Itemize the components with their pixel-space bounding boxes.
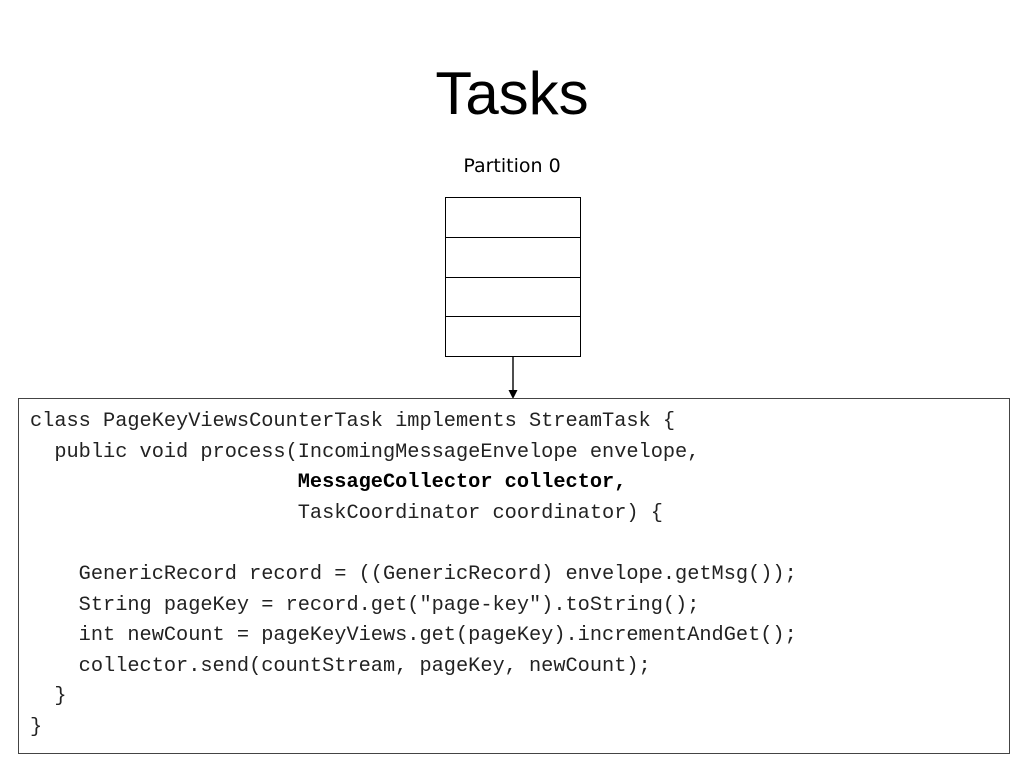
slide-title: Tasks bbox=[435, 60, 589, 127]
task-code-block: class PageKeyViewsCounterTask implements… bbox=[18, 398, 1010, 754]
partition-message-slot bbox=[446, 317, 580, 356]
code-line-class-close: } bbox=[30, 715, 43, 739]
code-collector-param-highlight: MessageCollector collector bbox=[297, 471, 615, 495]
code-line-process-signature: public void process(IncomingMessageEnvel… bbox=[30, 440, 700, 464]
code-indent bbox=[30, 471, 298, 494]
partition-label: Partition 0 bbox=[463, 155, 561, 177]
code-line-class-declaration: class PageKeyViewsCounterTask implements… bbox=[30, 410, 676, 433]
code-line-new-count: int newCount = pageKeyViews.get(pageKey)… bbox=[30, 624, 797, 648]
code-collector-param-comma: , bbox=[614, 471, 627, 495]
partition-message-slot bbox=[446, 278, 580, 318]
code-line-page-key: String pageKey = record.get("page-key").… bbox=[30, 593, 700, 617]
partition-message-stack bbox=[445, 197, 581, 357]
code-line-collector-param: MessageCollector collector, bbox=[30, 468, 1009, 499]
code-line-coordinator-param: TaskCoordinator coordinator) { bbox=[30, 501, 663, 525]
partition-message-slot bbox=[446, 238, 580, 278]
code-line-get-record: GenericRecord record = ((GenericRecord) … bbox=[30, 562, 797, 586]
partition-message-slot bbox=[446, 198, 580, 238]
code-line-method-close: } bbox=[30, 685, 67, 709]
code-line-blank bbox=[30, 529, 1009, 560]
code-line-collector-send: collector.send(countStream, pageKey, new… bbox=[30, 654, 651, 678]
down-arrow-icon bbox=[508, 357, 518, 399]
